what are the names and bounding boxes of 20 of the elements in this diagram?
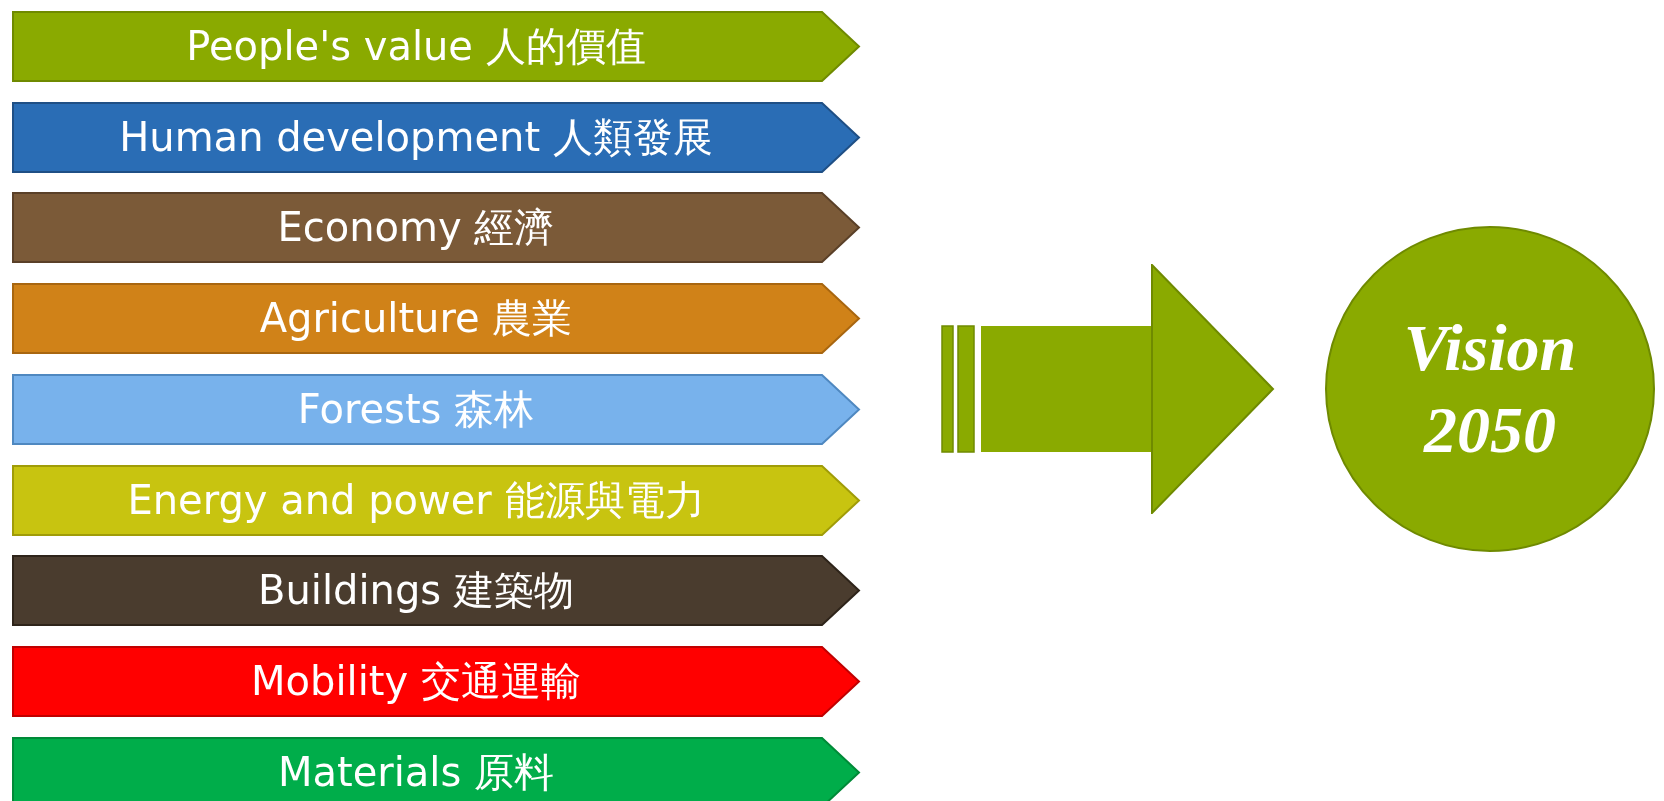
arrow-label: Human development 人類發展	[119, 112, 714, 162]
pentagon-banner	[12, 736, 860, 801]
arrow-label: Buildings 建築物	[258, 566, 575, 616]
arrow-label: People's value 人的價值	[186, 22, 647, 71]
vision-circle	[1325, 226, 1655, 552]
arrow-label: Mobility 交通運輸	[251, 656, 582, 706]
pentagon-banner	[12, 555, 860, 627]
arrow-label: Materials 原料	[277, 747, 556, 797]
pentagon-banner	[12, 464, 860, 536]
circle-title: Vision 2050	[1402, 309, 1578, 468]
arrow-label: Economy 經濟	[277, 203, 556, 253]
arrow-label: Forests 森林	[297, 384, 536, 434]
arrow-label: Agriculture 農業	[259, 294, 574, 344]
pentagon-banner	[12, 101, 860, 173]
pentagon-banner	[12, 283, 860, 355]
pentagon-banner	[12, 11, 860, 82]
pentagon-banner	[12, 645, 860, 717]
pentagon-banner	[12, 192, 860, 264]
arrow-label: Energy and power 能源與電力	[127, 475, 706, 525]
pentagon-banner	[12, 373, 860, 445]
